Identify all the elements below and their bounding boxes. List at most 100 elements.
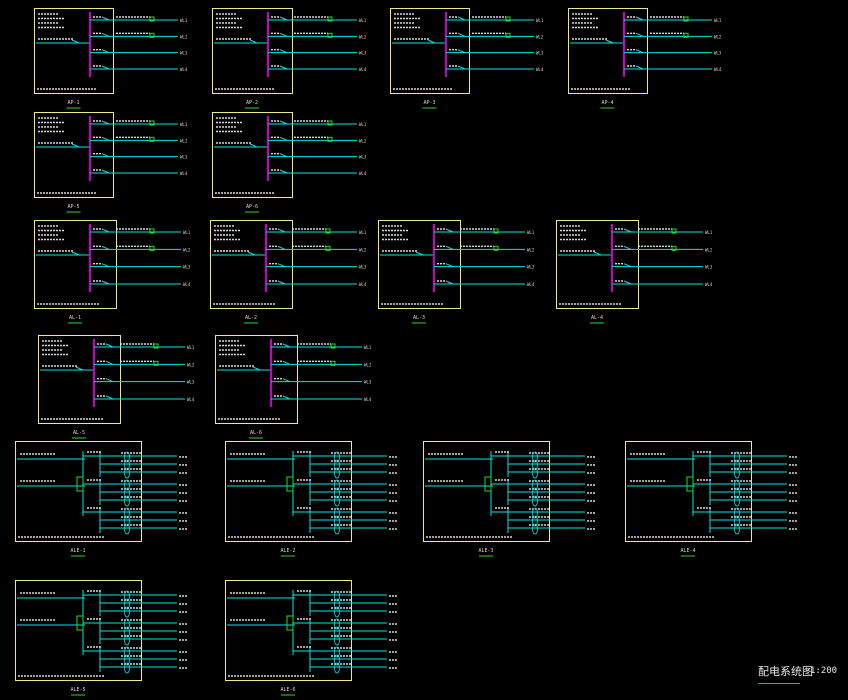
panel-ale-3: ALE-3 [423, 441, 595, 557]
circuit-marker [149, 120, 155, 126]
rcd-symbol [124, 634, 130, 646]
circuit-label: WL3 [359, 265, 367, 270]
branch-breaker-symbol [101, 65, 110, 70]
rcd-symbol [124, 479, 130, 491]
panel-label: AP-5 [67, 204, 79, 210]
rcd-symbol [334, 459, 340, 471]
branch-breaker-symbol [282, 343, 291, 348]
circuit-marker [327, 16, 333, 22]
circuit-marker [153, 360, 159, 366]
circuit-marker [683, 32, 689, 38]
rcd-symbol [532, 495, 538, 507]
panel-label: AP-1 [67, 100, 79, 106]
panel-label: AL-1 [69, 315, 81, 321]
branch-breaker-symbol [105, 395, 114, 400]
circuit-marker [671, 228, 677, 234]
branch-breaker-symbol [101, 32, 110, 37]
rcd-symbol [334, 467, 340, 479]
circuit-marker [505, 32, 511, 38]
rcd-symbol [124, 618, 130, 630]
circuit-label: WL2 [180, 138, 188, 143]
circuit-marker [149, 245, 155, 251]
title-underline [758, 683, 800, 684]
circuit-label: WL3 [183, 265, 191, 270]
circuit-marker [493, 245, 499, 251]
branch-breaker-symbol [635, 49, 644, 54]
rcd-symbol [532, 467, 538, 479]
title-block: 配电系统图 1:200 [758, 663, 838, 693]
rcd-symbol [124, 467, 130, 479]
rcd-symbol [734, 495, 740, 507]
circuit-label: WL3 [180, 51, 188, 56]
rcd-symbol [334, 479, 340, 491]
branch-breaker-symbol [445, 245, 454, 250]
circuit-label: WL4 [183, 282, 191, 287]
panel-label: AP-6 [246, 204, 258, 210]
panel-ale-1: ALE-1 [15, 441, 187, 557]
circuit-marker [149, 32, 155, 38]
panel-label: ALE-2 [280, 548, 295, 554]
panel-label: AL-2 [245, 315, 257, 321]
branch-breaker-symbol [277, 228, 286, 233]
branch-breaker-symbol [101, 16, 110, 21]
panel-frame [390, 8, 470, 94]
rcd-symbol [734, 467, 740, 479]
circuit-marker [327, 120, 333, 126]
branch-breaker-symbol [101, 263, 110, 268]
panel-label: ALE-1 [70, 548, 85, 554]
circuit-label: WL3 [527, 265, 535, 270]
branch-breaker-symbol [623, 263, 632, 268]
rcd-symbol [532, 459, 538, 471]
circuit-label: WL4 [705, 282, 713, 287]
rcd-symbol [734, 515, 740, 527]
circuit-label: WL1 [359, 230, 367, 235]
circuit-label: WL3 [359, 51, 367, 56]
circuit-marker [493, 228, 499, 234]
rcd-symbol [124, 590, 130, 602]
circuit-label: WL2 [187, 362, 195, 367]
circuit-label: WL2 [183, 247, 191, 252]
rcd-symbol [334, 634, 340, 646]
circuit-label: WL4 [187, 397, 195, 402]
circuit-label: WL4 [714, 67, 722, 72]
branch-breaker-symbol [101, 136, 110, 141]
branch-breaker-symbol [445, 228, 454, 233]
circuit-marker [327, 32, 333, 38]
panel-frame [34, 220, 117, 309]
rcd-symbol [124, 507, 130, 519]
circuit-label: WL2 [364, 362, 372, 367]
main-breaker-symbol [427, 39, 436, 44]
branch-breaker-symbol [279, 16, 288, 21]
circuit-label: WL3 [359, 155, 367, 160]
branch-breaker-symbol [105, 343, 114, 348]
rcd-symbol [734, 487, 740, 499]
rcd-symbol [124, 487, 130, 499]
rcd-symbol [334, 590, 340, 602]
circuit-marker [330, 343, 336, 349]
main-breaker-symbol [605, 39, 614, 44]
main-breaker-symbol [247, 251, 256, 256]
circuit-marker [325, 228, 331, 234]
rcd-symbol [334, 523, 340, 535]
rcd-symbol [124, 646, 130, 658]
rcd-symbol [334, 626, 340, 638]
branch-breaker-symbol [101, 153, 110, 158]
branch-breaker-symbol [279, 169, 288, 174]
circuit-label: WL3 [364, 380, 372, 385]
circuit-marker [325, 245, 331, 251]
circuit-label: WL4 [359, 67, 367, 72]
rcd-symbol [124, 451, 130, 463]
branch-breaker-symbol [457, 32, 466, 37]
panel-label: ALE-5 [70, 687, 85, 693]
rcd-symbol [334, 618, 340, 630]
rcd-symbol [532, 451, 538, 463]
rcd-symbol [334, 606, 340, 618]
rcd-symbol [334, 515, 340, 527]
rcd-symbol [334, 654, 340, 666]
